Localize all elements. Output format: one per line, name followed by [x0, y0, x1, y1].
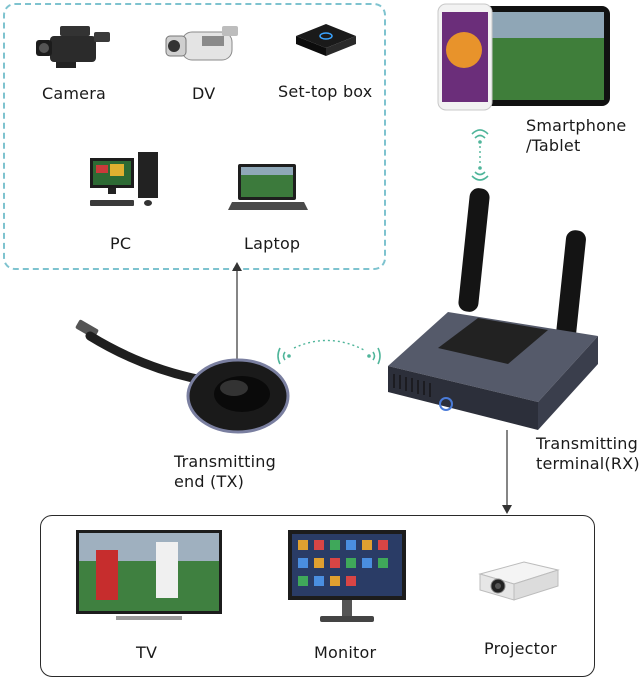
- rx-label-line2: terminal(RX): [536, 454, 640, 473]
- smartphone-tablet-icon: [437, 3, 610, 111]
- camera-label: Camera: [42, 84, 106, 103]
- dv-label: DV: [192, 84, 216, 103]
- laptop-icon: [228, 164, 308, 210]
- tx-dongle-icon: [75, 319, 290, 434]
- pc-icon: [90, 152, 158, 206]
- wifi-signal-icon: [471, 129, 489, 181]
- monitor-icon: [288, 530, 406, 622]
- smartphone-label-line2: /Tablet: [526, 136, 581, 155]
- rx-label-line1: Transmitting: [536, 434, 639, 453]
- tx-to-source-arrow: [232, 262, 242, 370]
- rx-receiver-icon: [388, 188, 598, 430]
- laptop-label: Laptop: [244, 234, 301, 253]
- monitor-label: Monitor: [314, 643, 377, 662]
- rx-to-output-arrow: [502, 430, 512, 514]
- set-top-box-icon: [296, 24, 356, 56]
- source-devices-panel: [3, 3, 386, 270]
- output-devices-panel: [40, 515, 595, 677]
- tv-icon: [76, 530, 222, 620]
- camera-icon: [36, 26, 110, 68]
- pc-label: PC: [110, 234, 132, 253]
- projector-icon: [478, 561, 560, 601]
- tv-label: TV: [136, 643, 158, 662]
- projector-label: Projector: [484, 639, 557, 658]
- smartphone-label-line1: Smartphone: [526, 116, 627, 135]
- tx-label-line1: Transmitting: [174, 452, 277, 471]
- dv-camcorder-icon: [165, 26, 238, 61]
- tx-label-line2: end (TX): [174, 472, 245, 491]
- tx-to-rx-wifi-icon: [277, 339, 381, 365]
- set-top-box-label: Set-top box: [278, 82, 373, 101]
